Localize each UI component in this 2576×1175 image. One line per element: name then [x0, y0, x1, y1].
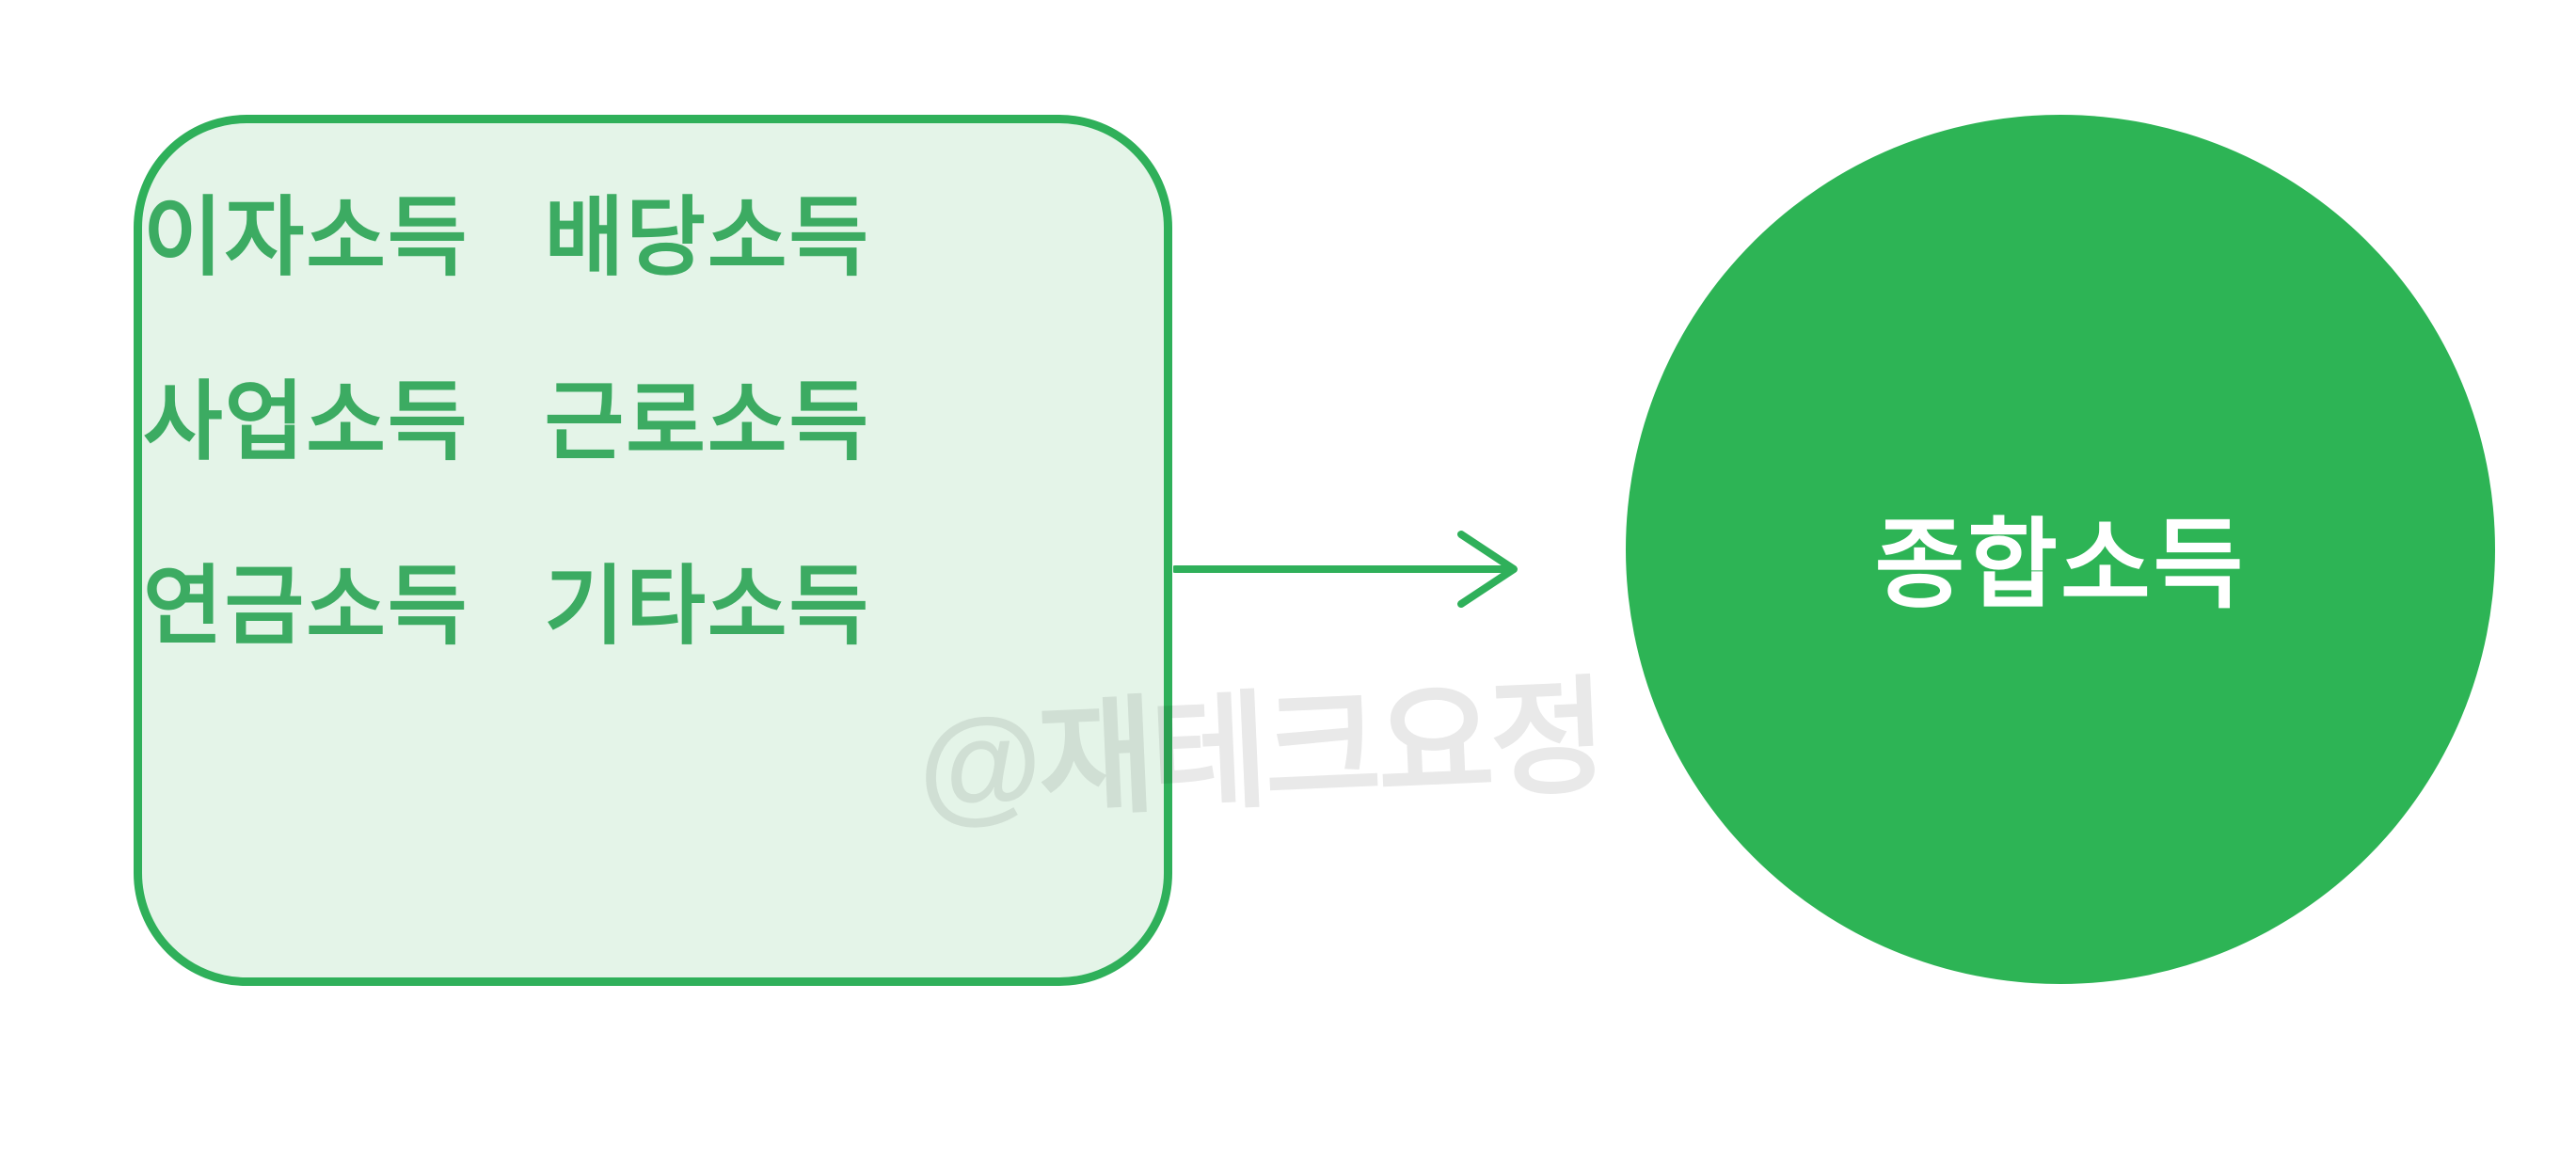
- income-types-box: [134, 115, 1172, 986]
- comprehensive-income-circle: 종합소득: [1626, 115, 2495, 984]
- comprehensive-income-label: 종합소득: [1874, 510, 2247, 620]
- income-item-pension: 연금소득: [143, 559, 469, 655]
- income-item-other: 기타소득: [544, 559, 871, 655]
- income-item-dividend: 배당소득: [544, 190, 871, 286]
- income-item-business: 사업소득: [143, 374, 469, 470]
- income-item-earned: 근로소득: [544, 374, 871, 470]
- flow-arrow-icon: [1173, 527, 1531, 611]
- income-types-grid: 이자소득 배당소득 사업소득 근로소득 연금소득 기타소득: [143, 193, 870, 652]
- income-item-interest: 이자소득: [143, 190, 469, 286]
